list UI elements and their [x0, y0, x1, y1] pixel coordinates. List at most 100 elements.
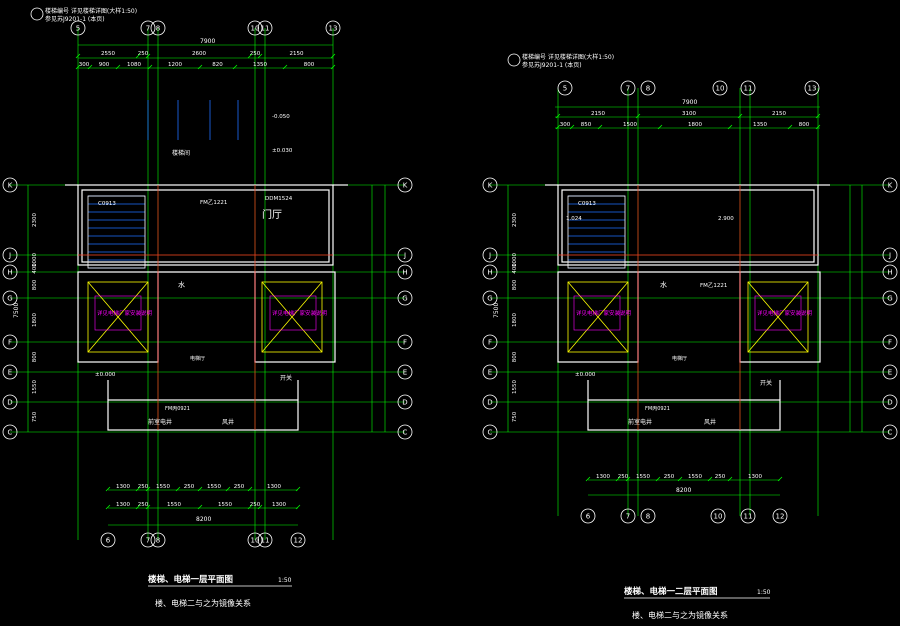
left-top-axis-5-label: 13: [329, 25, 338, 33]
right-dimtop1-tick-3: [815, 113, 821, 119]
right-bottom-axis-0: 6: [580, 508, 596, 524]
left-dimbot1-0: 1300: [116, 484, 130, 490]
left-axis-left-3: G: [2, 290, 18, 306]
right-dimtop2-tick-1: [569, 124, 575, 130]
right-dimbot1-3: 250: [664, 474, 675, 480]
left-axis-left-7: C: [2, 424, 18, 440]
right-axis-right-0-label: K: [888, 182, 893, 190]
right-top-axis-2-label: 8: [646, 85, 650, 93]
left-walls: [65, 184, 348, 431]
left-top-dimensions: [78, 44, 333, 69]
left-dimtop2-tick-7: [330, 64, 336, 70]
left-subtitle: 楼、电梯二与之为镜像关系: [155, 598, 251, 608]
left-axis-right-2-label: H: [402, 269, 407, 277]
left-hall-label: 门厅: [262, 208, 282, 221]
right-dimtop1-1: 3100: [682, 111, 696, 117]
left-sidedim-1: 1000: [32, 253, 38, 267]
right-axis-right-3: G: [882, 290, 898, 306]
left-dimtop1-4: 2150: [290, 51, 304, 57]
right-door1-label: FM乙1221: [700, 282, 727, 289]
right-axis-left-0-label: K: [488, 182, 493, 190]
right-sidedim-7: 750: [512, 411, 518, 422]
left-scale: 1:50: [278, 577, 292, 584]
left-top-axis-1: 7: [140, 20, 156, 36]
left-stair-lines: [87, 195, 146, 269]
right-dimbot1-4: 1550: [688, 474, 702, 480]
left-axis-right-0: K: [397, 177, 413, 193]
left-dimtop2-tick-0: [75, 64, 81, 70]
right-top-axis-0: 5: [557, 80, 573, 96]
right-flat-label: ±0.000: [575, 372, 596, 378]
left-dimbot2-4: 250: [250, 502, 261, 508]
left-dimbot1-tick-0: [105, 486, 111, 492]
right-subtitle: 楼、电梯二与之为镜像关系: [632, 610, 728, 620]
left-sidedim-4: 1800: [32, 313, 38, 327]
left-sidedim-3: 800: [32, 279, 38, 290]
left-sidedim-2: 400: [32, 263, 38, 274]
left-dimtop1-2: 2600: [192, 51, 206, 57]
right-axis-right-4: F: [882, 334, 898, 350]
left-bottom-axis-5: 12: [290, 532, 306, 548]
left-axis-right-7: C: [397, 424, 413, 440]
right-elevator-note-box-l: [573, 295, 621, 331]
right-top-axis-1: 7: [620, 80, 636, 96]
right-axis-right-4-label: F: [888, 339, 892, 347]
right-window2-label: FM丙0921: [645, 406, 670, 412]
right-bottom-axis-3: 10: [710, 508, 726, 524]
left-dimtop2-tick-5: [232, 64, 238, 70]
right-dimtop2-tick-6: [815, 124, 821, 130]
right-dimtop1-0: 2150: [591, 111, 605, 117]
right-dimbot1-tick-3: [655, 476, 661, 482]
left-axis-right-3-label: G: [402, 295, 407, 303]
left-dimtop2-tick-4: [197, 64, 203, 70]
right-stair-outline: [567, 195, 626, 269]
left-total-top: 7900: [200, 38, 215, 45]
left-title: 楼梯、电梯一层平面图: [148, 574, 233, 585]
right-axis-left-3-label: G: [487, 295, 492, 303]
left-dimtop2-1: 900: [99, 62, 110, 68]
right-sidedim-1: 1000: [512, 253, 518, 267]
right-axis-left-2: H: [482, 264, 498, 280]
left-note-2: 参见苏J9201-1 (本页): [45, 15, 105, 23]
left-axis-right-5: E: [397, 364, 413, 380]
left-dimbot2-tick-6: [295, 504, 301, 510]
left-axis-right-5-label: E: [403, 369, 407, 377]
left-top-axis-4-label: 11: [261, 25, 270, 33]
right-axis-left-6: D: [482, 394, 498, 410]
left-dimtop2-2: 1080: [127, 62, 141, 68]
left-dimtop1-tick-0: [75, 53, 81, 59]
right-note-2: 参见苏J9201-1 (本页): [522, 61, 582, 69]
left-axis-left-1: J: [2, 247, 18, 263]
left-dimtop2-tick-1: [87, 64, 93, 70]
left-dimbot1-tick-4: [197, 486, 203, 492]
left-dimbot1-tick-3: [175, 486, 181, 492]
right-bottom-axis-3-label: 10: [714, 513, 723, 521]
left-dimtop1-0: 2550: [101, 51, 115, 57]
left-sidedim-0: 2300: [32, 213, 38, 227]
left-dimtop2-5: 1350: [253, 62, 267, 68]
right-dimtop1-tick-2: [737, 113, 743, 119]
left-dimtop2-6: 800: [304, 62, 315, 68]
left-top-axis-5: 13: [325, 20, 341, 36]
right-dimtop2-5: 800: [799, 122, 810, 128]
left-elevator-note-l: 详见电梯厂家安装说明: [97, 309, 153, 317]
right-dimtop2-tick-0: [555, 124, 561, 130]
left-opening-label: 开关: [280, 374, 292, 382]
left-dimbot1-6: 1300: [267, 484, 281, 490]
left-bottom-axis-2-label: 8: [156, 537, 160, 545]
right-dimtop1-tick-1: [635, 113, 641, 119]
right-bottom-axis-5: 12: [772, 508, 788, 524]
left-axis-left-6: D: [2, 394, 18, 410]
right-axis-left-6-label: D: [487, 399, 492, 407]
left-dimtop2-0: 300: [79, 62, 90, 68]
right-sidedim-0: 2300: [512, 213, 518, 227]
right-bottom-axis-4: 11: [740, 508, 756, 524]
right-axis-right-7-label: C: [888, 429, 893, 437]
right-top-axis-0-label: 5: [563, 85, 567, 93]
left-axis-left-1-label: J: [8, 252, 11, 260]
